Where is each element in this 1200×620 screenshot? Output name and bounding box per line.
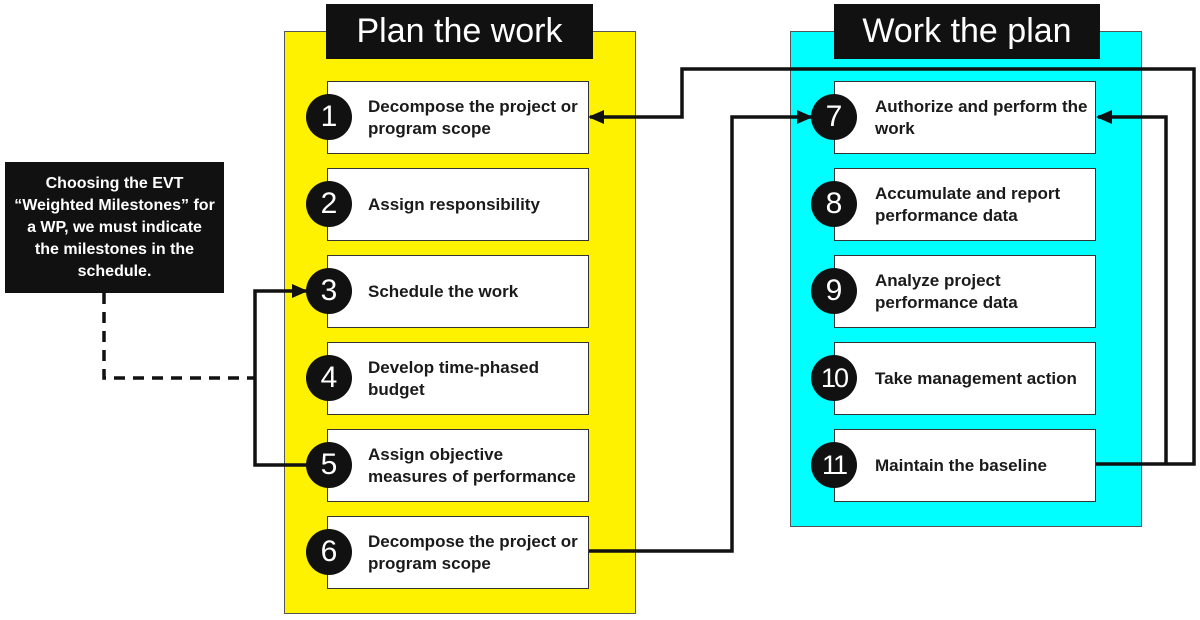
step-5-badge: 5	[306, 442, 352, 488]
work-header: Work the plan	[834, 4, 1100, 59]
arrow-11-to-1	[588, 67, 1196, 466]
step-8-box: Accumulate and report performance data	[834, 168, 1096, 241]
note-dashed-link	[102, 293, 255, 380]
step-2-badge: 2	[306, 181, 352, 227]
step-1-label: Decompose the project or program scope	[368, 96, 578, 138]
step-3-box: Schedule the work	[327, 255, 589, 328]
step-4-box: Develop time-phased budget	[327, 342, 589, 415]
step-11-box: Maintain the baseline	[834, 429, 1096, 502]
step-5-label: Assign objective measures of performance	[368, 444, 576, 486]
step-10-label: Take management action	[875, 368, 1077, 388]
step-4-label: Develop time-phased budget	[368, 357, 539, 399]
step-7-badge: 7	[811, 94, 857, 140]
step-9-label: Analyze project performance data	[875, 270, 1018, 312]
step-11-label: Maintain the baseline	[875, 455, 1047, 475]
step-9-badge: 9	[811, 268, 857, 314]
step-7-box: Authorize and perform the work	[834, 81, 1096, 154]
arrow-6-to-7	[589, 110, 813, 553]
step-8-badge: 8	[811, 181, 857, 227]
arrow-11-to-7	[1096, 110, 1168, 464]
step-9-box: Analyze project performance data	[834, 255, 1096, 328]
step-2-label: Assign responsibility	[368, 194, 540, 214]
step-6-label: Decompose the project or program scope	[368, 531, 578, 573]
arrow-5-to-3	[253, 284, 308, 467]
step-7-label: Authorize and perform the work	[875, 96, 1088, 138]
step-10-box: Take management action	[834, 342, 1096, 415]
plan-header: Plan the work	[326, 4, 593, 59]
step-2-box: Assign responsibility	[327, 168, 589, 241]
step-5-box: Assign objective measures of performance	[327, 429, 589, 502]
step-1-badge: 1	[306, 94, 352, 140]
step-3-badge: 3	[306, 268, 352, 314]
step-8-label: Accumulate and report performance data	[875, 183, 1061, 225]
step-10-badge: 10	[811, 355, 857, 401]
evt-note: Choosing the EVT “Weighted Milestones” f…	[5, 162, 224, 293]
step-4-badge: 4	[306, 355, 352, 401]
step-1-box: Decompose the project or program scope	[327, 81, 589, 154]
step-11-badge: 11	[811, 442, 857, 488]
step-6-badge: 6	[306, 529, 352, 575]
step-6-box: Decompose the project or program scope	[327, 516, 589, 589]
step-3-label: Schedule the work	[368, 281, 519, 301]
